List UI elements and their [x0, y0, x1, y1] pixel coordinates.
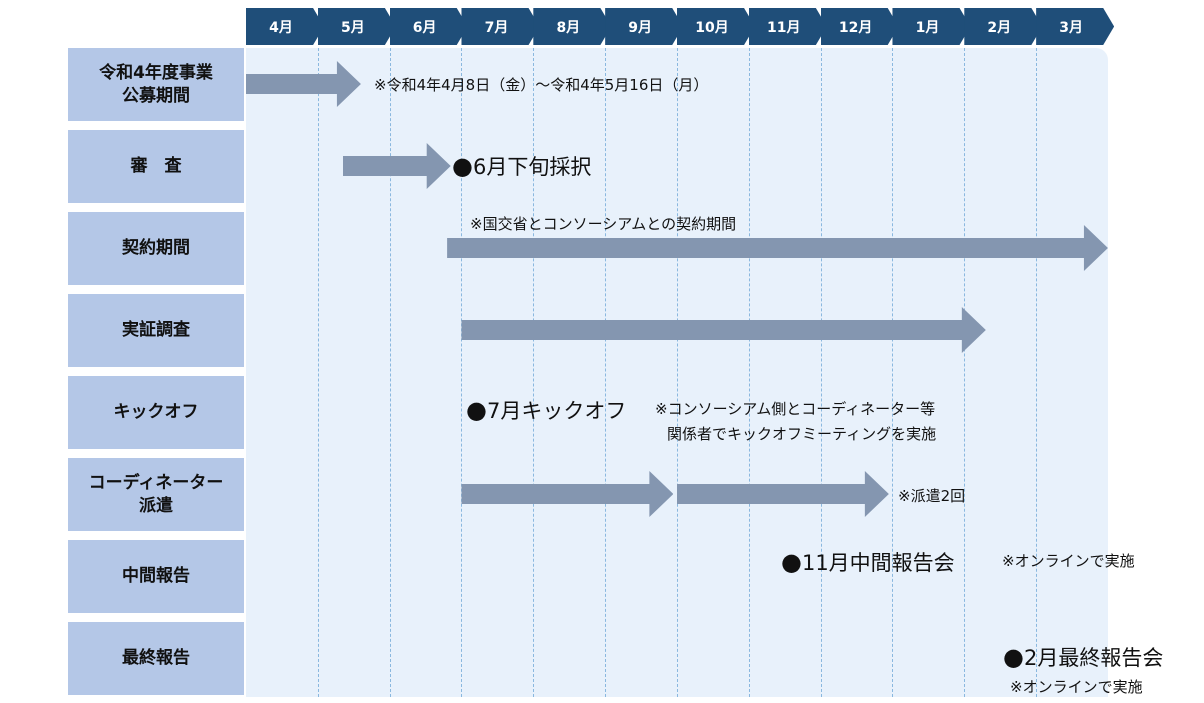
month-header-7: 10月: [676, 8, 755, 45]
month-gridline: [533, 48, 535, 697]
final-label: 2月最終報告会: [1023, 646, 1164, 670]
row-label-contract: 契約期間: [68, 212, 244, 285]
review-adoption-label: 6月下旬採択: [472, 155, 592, 179]
contract-period-note: ※国交省とコンソーシアムとの契約期間: [470, 215, 737, 233]
month-gridline: [964, 48, 966, 697]
interim-online-note: ※オンラインで実施: [1002, 552, 1135, 570]
row-label-kickoff: キックオフ: [68, 376, 244, 449]
row-label-review: 審 査: [68, 130, 244, 203]
interim-milestone: ●11月中間報告会: [781, 548, 955, 577]
month-gridline: [461, 48, 463, 697]
row-label-final: 最終報告: [68, 622, 244, 695]
row-label-coordinator: コーディネーター 派遣: [68, 458, 244, 531]
kickoff-note-line2: 関係者でキックオフミーティングを実施: [667, 425, 937, 443]
month-header-5: 8月: [533, 8, 612, 45]
month-gridline: [1036, 48, 1038, 697]
review-adoption-milestone: ●6月下旬採択: [452, 152, 591, 181]
month-header-12: 3月: [1036, 8, 1115, 45]
month-header-10: 1月: [892, 8, 971, 45]
milestone-dot-icon: ●: [466, 396, 487, 424]
milestone-dot-icon: ●: [452, 152, 473, 180]
row-label-application: 令和4年度事業 公募期間: [68, 48, 244, 121]
month-gridline: [605, 48, 607, 697]
dispatch-count-note: ※派遣2回: [898, 487, 966, 505]
month-gridline: [317, 48, 319, 697]
month-header-2: 5月: [317, 8, 396, 45]
kickoff-milestone: ●7月キックオフ: [466, 396, 626, 425]
interim-label: 11月中間報告会: [801, 551, 955, 575]
month-gridline: [820, 48, 822, 697]
month-header-9: 12月: [820, 8, 899, 45]
month-gridline: [676, 48, 678, 697]
month-header-11: 2月: [964, 8, 1043, 45]
row-label-survey: 実証調査: [68, 294, 244, 367]
application-period-note: ※令和4年4月8日（金）～令和4年5月16日（月）: [374, 76, 709, 94]
month-header-8: 11月: [748, 8, 827, 45]
row-label-interim: 中間報告: [68, 540, 244, 613]
milestone-dot-icon: ●: [1003, 643, 1024, 671]
month-header-1: 4月: [246, 8, 324, 45]
month-header-6: 9月: [605, 8, 684, 45]
kickoff-label: 7月キックオフ: [486, 399, 627, 423]
final-milestone: ●2月最終報告会: [1003, 643, 1163, 672]
milestone-dot-icon: ●: [781, 548, 802, 576]
final-online-note: ※オンラインで実施: [1010, 678, 1143, 696]
month-gridline: [389, 48, 391, 697]
month-gridline: [892, 48, 894, 697]
month-header-3: 6月: [389, 8, 468, 45]
month-header-4: 7月: [461, 8, 540, 45]
month-gridline: [748, 48, 750, 697]
kickoff-note-line1: ※コンソーシアム側とコーディネーター等: [655, 400, 936, 418]
